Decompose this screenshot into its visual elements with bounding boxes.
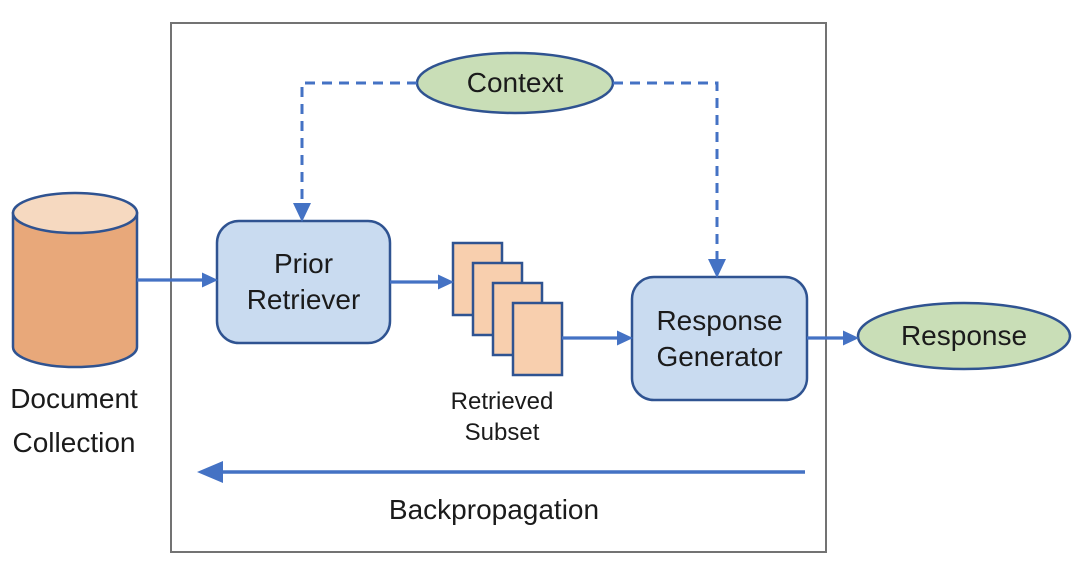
dashed-shaft [613,81,719,260]
dashed-arrow-context-to-retriever [293,81,417,222]
backpropagation-label-text: Backpropagation [388,494,600,525]
arrow-head-icon [708,259,726,278]
response-ellipse [856,301,1072,371]
cylinder-top [11,191,139,235]
prior-retriever-label-line1: Prior [273,248,334,279]
retrieved-subset-label: Retrieved Subset [427,386,577,448]
prior-retriever-label-line2: Retriever [246,284,361,315]
arrow-generator-to-response [807,330,859,346]
context-label: Context [417,53,613,113]
arrow-head-icon [293,203,311,222]
arrow-head-icon [197,461,223,483]
document-collection-cylinder [11,191,139,369]
document-page-4 [511,301,564,377]
response-label: Response [858,303,1070,369]
prior-retriever-label: Prior Retriever [217,221,390,343]
arrow-head-icon [843,330,859,346]
retrieved-subset-label-line2: Subset [464,419,540,446]
arrow-head-icon [617,330,633,346]
arrow-backpropagation [197,461,805,483]
arrow-head-icon [438,274,454,290]
response-generator-label-line1: Response [656,304,783,336]
document-collection-label-line1: Document [10,383,138,414]
arrow-collection-to-retriever [137,272,218,288]
retrieved-subset-label-line1: Retrieved [450,388,554,415]
document-collection-label-line2: Collection [12,427,136,458]
response-label-text: Response [900,320,1028,351]
cylinder-body [11,211,139,369]
response-generator-label-line2: Generator [656,340,783,372]
arrow-head-icon [202,272,218,288]
dashed-shaft [300,81,417,204]
arrow-subset-to-generator [562,330,633,346]
dashed-arrow-context-to-generator [613,81,726,278]
document-collection-label: Document Collection [0,377,154,465]
retrieved-subset-stack [451,241,564,377]
response-generator-label: Response Generator [632,277,807,400]
pipeline-boundary-box [170,22,827,553]
context-label-text: Context [466,67,564,98]
backpropagation-label: Backpropagation [344,495,644,525]
arrow-retriever-to-subset [390,274,454,290]
